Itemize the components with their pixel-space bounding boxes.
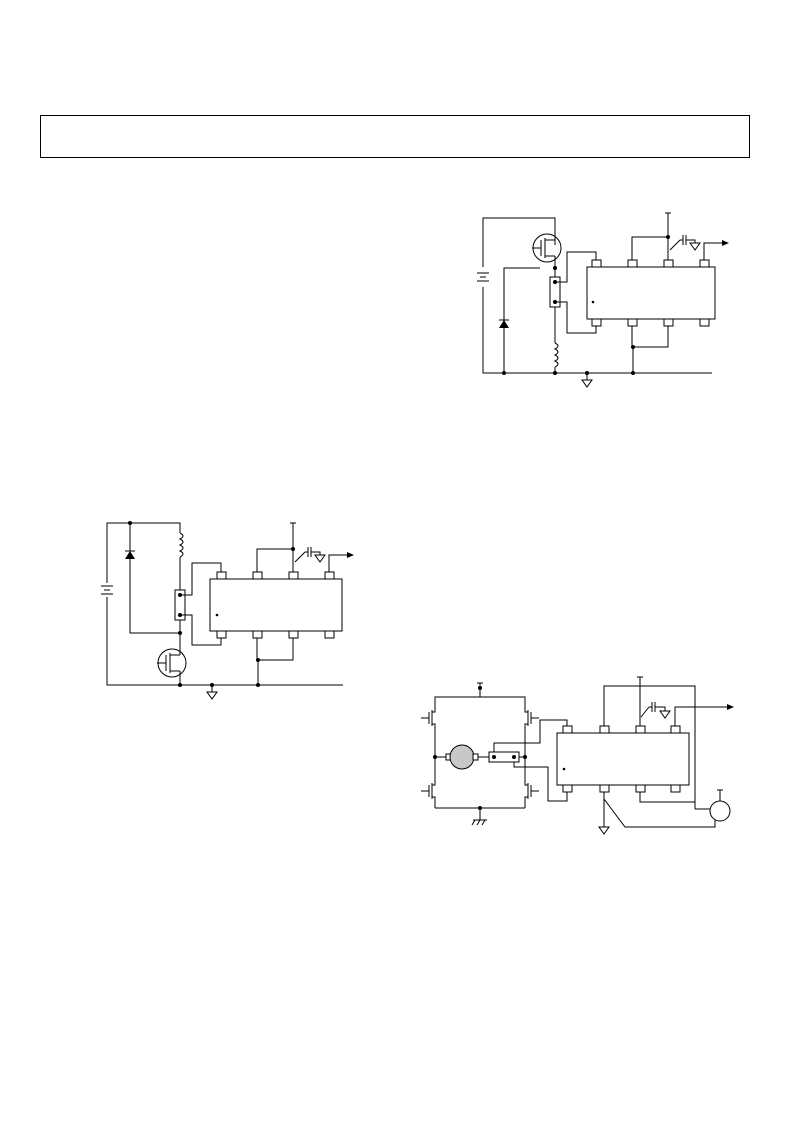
capacitor-icon	[294, 547, 326, 563]
mosfet-icon	[524, 757, 539, 808]
wires	[421, 676, 734, 835]
inductor-icon	[553, 342, 559, 368]
ic-body	[556, 732, 690, 786]
diode-icon	[499, 319, 509, 328]
mosfet-icon	[421, 705, 436, 757]
inductor-icon	[178, 532, 184, 558]
ic-body	[586, 266, 716, 320]
mosfet-icon	[532, 233, 562, 263]
ic-body	[209, 578, 343, 632]
capacitor-icon	[669, 235, 701, 251]
diode-icon	[125, 550, 135, 559]
meter-icon	[709, 789, 731, 822]
mosfet-icon	[524, 705, 539, 757]
wires	[477, 212, 729, 388]
ground-icon	[581, 373, 593, 388]
schematic-left	[101, 521, 354, 700]
wires	[101, 521, 354, 700]
schematic-top-right	[477, 212, 729, 388]
header-box	[40, 115, 750, 158]
motor-icon	[449, 744, 475, 770]
battery-icon	[101, 585, 113, 595]
mosfet-icon	[157, 648, 187, 685]
mosfet-icon	[421, 757, 436, 808]
battery-icon	[477, 272, 489, 282]
schematic-bottom-right	[421, 676, 734, 835]
capacitor-icon	[640, 702, 671, 719]
ground-icon	[471, 819, 487, 826]
ground-icon	[598, 826, 610, 835]
ground-icon	[206, 685, 218, 700]
